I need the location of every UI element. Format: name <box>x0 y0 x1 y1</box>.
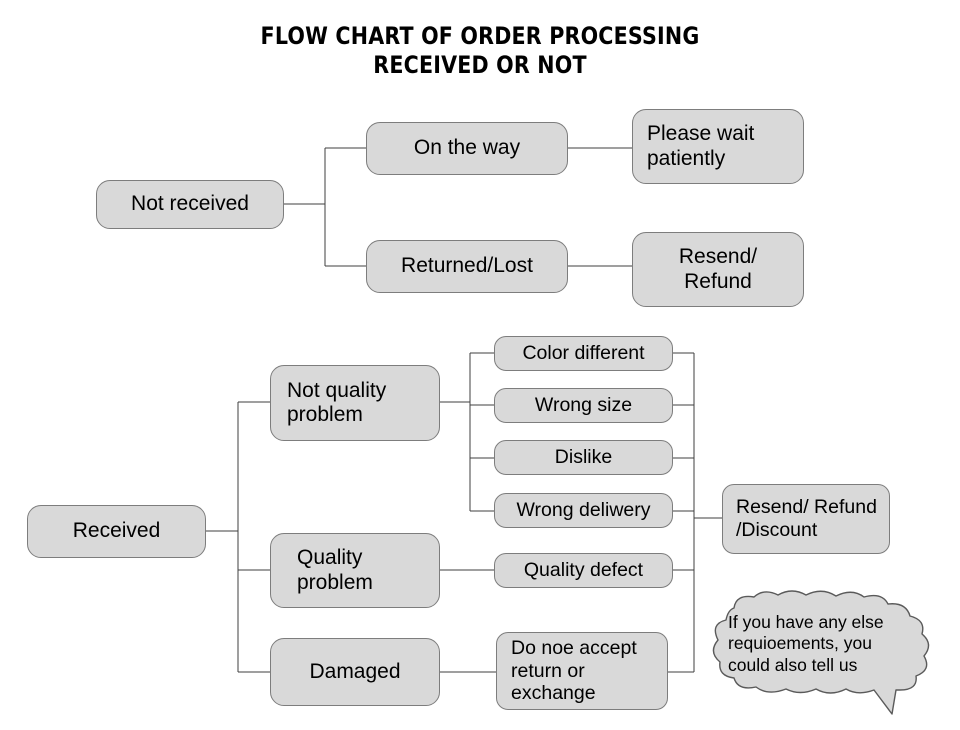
page-title: FLOW CHART OF ORDER PROCESSING RECEIVED … <box>260 22 700 80</box>
node-do-noe-accept[interactable]: Do noe accept return or exchange <box>496 632 668 710</box>
node-resend-refund-label: Resend/ Refund <box>678 245 758 293</box>
node-quality-problem-label: Quality problem <box>297 546 373 594</box>
node-not-quality-problem[interactable]: Not quality problem <box>270 365 440 441</box>
speech-bubble-shape <box>712 590 930 715</box>
node-dislike-label: Dislike <box>554 446 613 469</box>
node-not-quality-problem-label: Not quality problem <box>287 378 387 426</box>
node-quality-defect-label: Quality defect <box>523 559 644 582</box>
node-resend-refund-discount-label: Resend/ Refund /Discount <box>736 496 877 541</box>
note-speech-bubble[interactable]: If you have any else requioements, you c… <box>706 590 938 730</box>
node-received-label: Received <box>72 519 161 543</box>
node-please-wait-patiently[interactable]: Please wait patiently <box>632 109 804 184</box>
node-on-the-way-label: On the way <box>413 136 521 160</box>
node-wrong-size[interactable]: Wrong size <box>494 388 673 423</box>
node-wrong-deliwery[interactable]: Wrong deliwery <box>494 493 673 528</box>
node-color-different[interactable]: Color different <box>494 336 673 371</box>
node-resend-refund-discount[interactable]: Resend/ Refund /Discount <box>722 484 890 554</box>
node-quality-problem[interactable]: Quality problem <box>270 533 440 608</box>
note-speech-bubble-text: If you have any else requioements, you c… <box>728 612 884 675</box>
node-wrong-deliwery-label: Wrong deliwery <box>516 499 651 522</box>
node-not-received[interactable]: Not received <box>96 180 284 229</box>
node-received[interactable]: Received <box>27 505 206 558</box>
node-resend-refund[interactable]: Resend/ Refund <box>632 232 804 307</box>
node-returned-lost-label: Returned/Lost <box>401 254 533 278</box>
node-not-received-label: Not received <box>131 192 249 216</box>
node-damaged-label: Damaged <box>309 659 401 683</box>
node-on-the-way[interactable]: On the way <box>366 122 568 175</box>
node-damaged[interactable]: Damaged <box>270 638 440 706</box>
node-please-wait-patiently-label: Please wait patiently <box>647 122 755 170</box>
node-color-different-label: Color different <box>522 342 645 365</box>
node-returned-lost[interactable]: Returned/Lost <box>366 240 568 293</box>
node-wrong-size-label: Wrong size <box>534 394 633 417</box>
node-dislike[interactable]: Dislike <box>494 440 673 475</box>
node-do-noe-accept-label: Do noe accept return or exchange <box>511 637 637 705</box>
node-quality-defect[interactable]: Quality defect <box>494 553 673 588</box>
